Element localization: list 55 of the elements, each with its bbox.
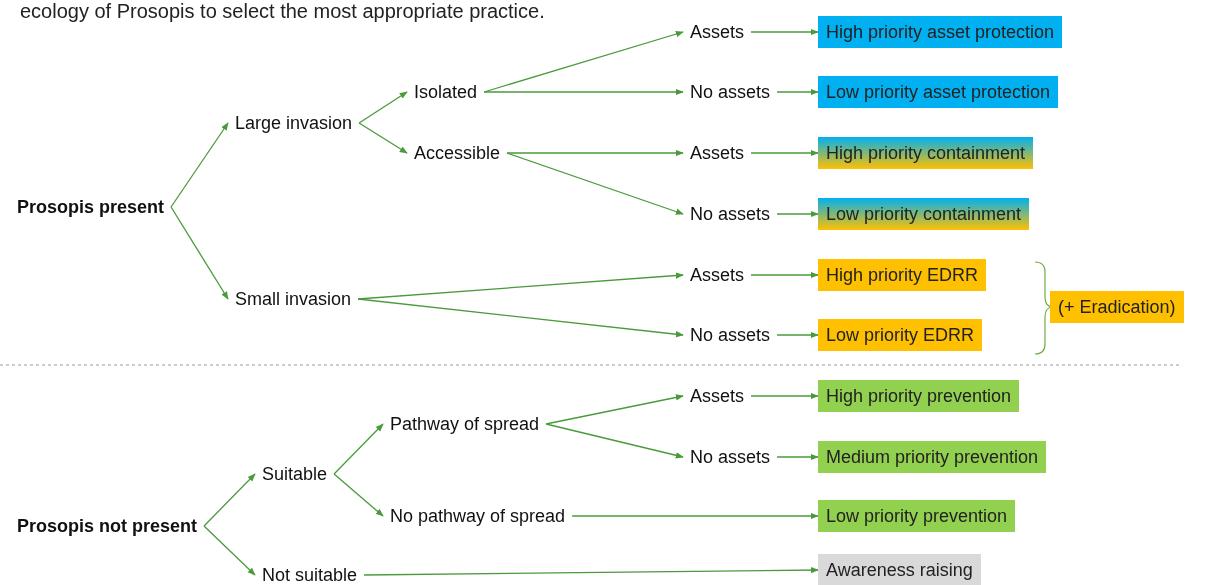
arrow	[750, 271, 819, 279]
branch-label: Isolated	[407, 80, 485, 104]
root-condition: Prosopis present	[10, 195, 172, 219]
arrow	[333, 423, 384, 475]
practice-box: High priority asset protection	[818, 16, 1063, 48]
branch-label: Not suitable	[255, 563, 365, 585]
arrow	[776, 210, 819, 218]
arrow	[170, 206, 229, 300]
arrow	[545, 423, 684, 459]
arrow	[750, 392, 819, 400]
branch-label: No assets	[683, 80, 778, 104]
practice-box: Medium priority prevention	[818, 441, 1047, 473]
heading-text: ecology of Prosopis to select the most appropriate practice.	[20, 0, 545, 22]
practice-box: Low priority containment	[818, 198, 1030, 230]
practice-box: (+ Eradication)	[1050, 291, 1184, 323]
practice-box: Awareness raising	[818, 554, 981, 585]
branch-label: No pathway of spread	[383, 504, 573, 528]
arrow	[750, 28, 819, 36]
arrow	[363, 566, 819, 576]
branch-label: Pathway of spread	[383, 412, 547, 436]
branch-label: Large invasion	[228, 111, 360, 135]
branch-label: Assets	[683, 384, 752, 408]
practice-box: High priority prevention	[818, 380, 1020, 412]
arrow	[357, 272, 684, 300]
branch-label: No assets	[683, 445, 778, 469]
arrow	[358, 91, 408, 124]
arrow	[357, 298, 684, 338]
branch-label: No assets	[683, 323, 778, 347]
arrow	[506, 152, 684, 215]
arrow	[750, 149, 819, 157]
branch-label: Assets	[683, 141, 752, 165]
arrow	[203, 473, 256, 527]
branch-label: Suitable	[255, 462, 335, 486]
practice-box: Low priority prevention	[818, 500, 1016, 532]
practice-box: High priority containment	[818, 137, 1034, 169]
arrow	[571, 512, 819, 520]
arrow	[483, 88, 684, 96]
arrow	[776, 88, 819, 96]
arrow	[776, 453, 819, 461]
branch-label: Assets	[683, 20, 752, 44]
arrow	[358, 122, 408, 154]
root-condition: Prosopis not present	[10, 514, 205, 538]
branch-label: Small invasion	[228, 287, 359, 311]
branch-label: Assets	[683, 263, 752, 287]
arrow	[776, 331, 819, 339]
branch-label: No assets	[683, 202, 778, 226]
practice-box: Low priority asset protection	[818, 76, 1059, 108]
arrow	[545, 394, 684, 425]
arrow	[333, 473, 384, 517]
practice-box: High priority EDRR	[818, 259, 987, 291]
practice-box: Low priority EDRR	[818, 319, 983, 351]
arrow	[506, 149, 684, 157]
branch-label: Accessible	[407, 141, 508, 165]
arrow	[203, 525, 256, 576]
arrow	[170, 122, 229, 208]
